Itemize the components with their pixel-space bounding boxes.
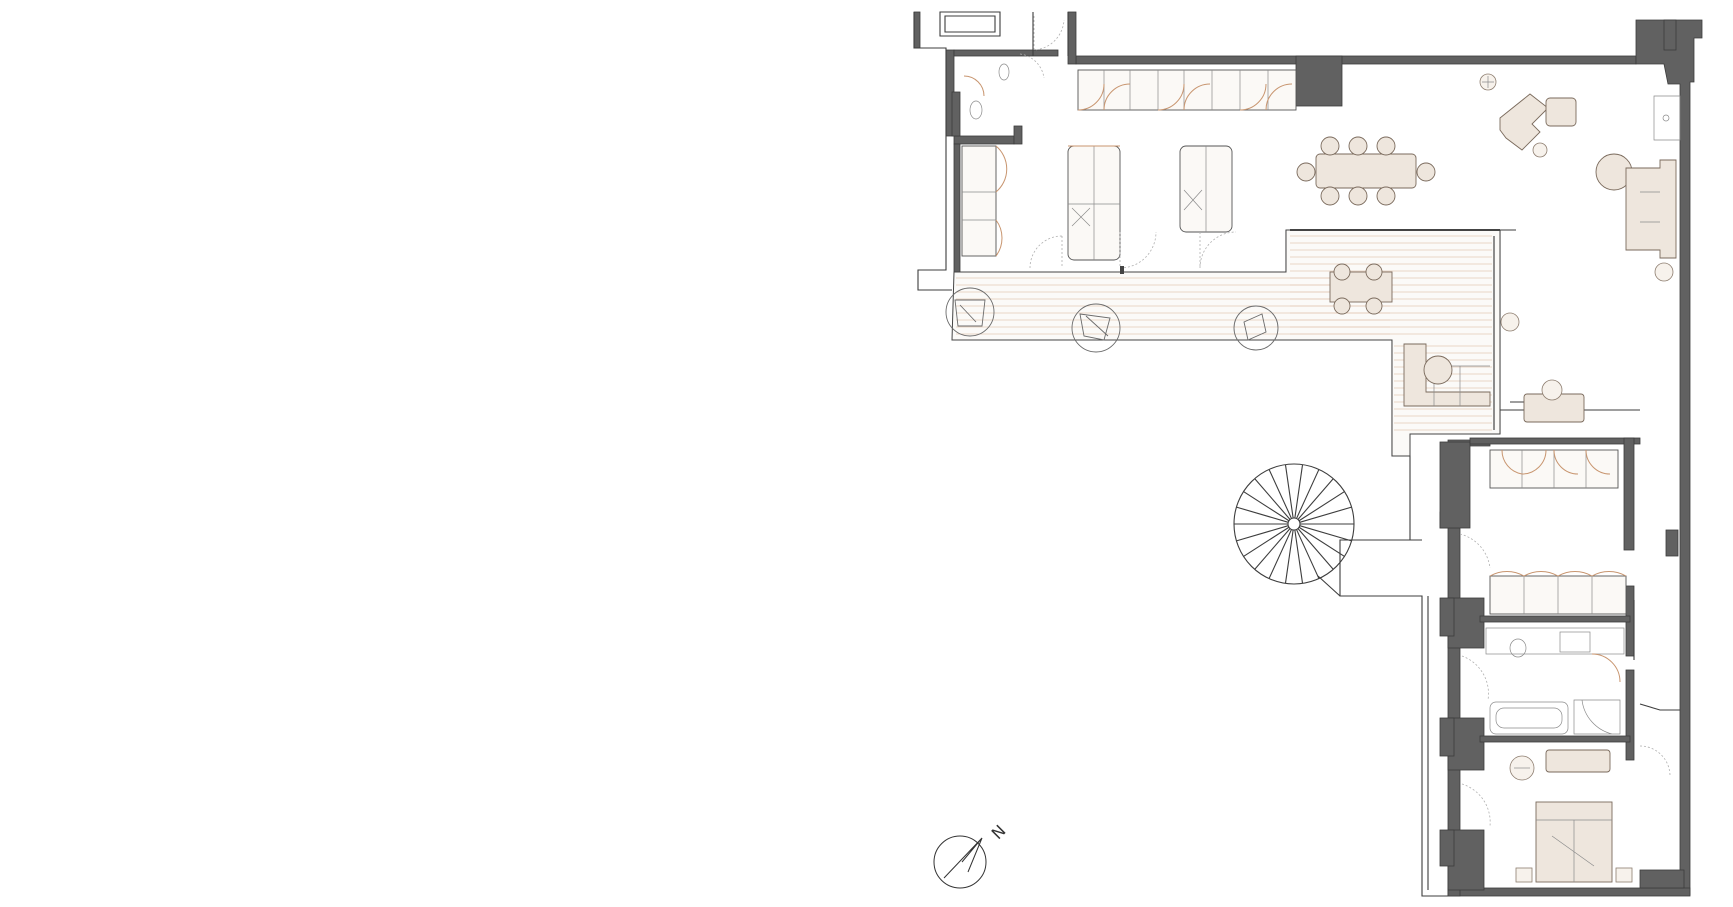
tree-icon — [945, 287, 995, 337]
wardrobe-left — [961, 145, 1008, 257]
kitchen-island-2 — [1179, 145, 1233, 233]
desk-area — [1523, 379, 1585, 423]
wardrobe-room-2 — [1459, 533, 1627, 615]
deck-trees — [945, 287, 1279, 353]
spiral-staircase-icon — [1233, 463, 1422, 597]
sofa-icon — [1499, 93, 1549, 151]
wash-basin — [1653, 95, 1681, 141]
wc-upper — [963, 63, 1010, 120]
compass-icon: N — [933, 821, 1010, 889]
tree-icon — [1233, 305, 1279, 351]
sofa-icon — [1625, 159, 1677, 259]
toilet-icon — [1509, 638, 1527, 658]
kitchen-cabinets-top — [1077, 69, 1297, 111]
north-label: N — [988, 821, 1010, 843]
doors-upper — [1019, 16, 1237, 274]
toilet-icon — [969, 100, 983, 120]
tree-icon — [1071, 303, 1121, 353]
terrace-deck — [951, 229, 1501, 457]
living-area — [1479, 73, 1677, 282]
bathroom — [1461, 627, 1625, 735]
deck-dining — [1329, 263, 1393, 315]
column-top — [1295, 55, 1343, 107]
walls — [913, 11, 1703, 897]
deck-lounge — [1403, 312, 1520, 407]
dining-table — [1296, 136, 1436, 206]
bedroom — [1461, 745, 1671, 883]
bathtub-icon — [1489, 701, 1569, 735]
wardrobe-room-1 — [1489, 449, 1619, 489]
kitchen-island-1 — [1067, 145, 1121, 261]
sofa-icon — [1403, 343, 1491, 407]
sink-icon — [1559, 631, 1591, 653]
